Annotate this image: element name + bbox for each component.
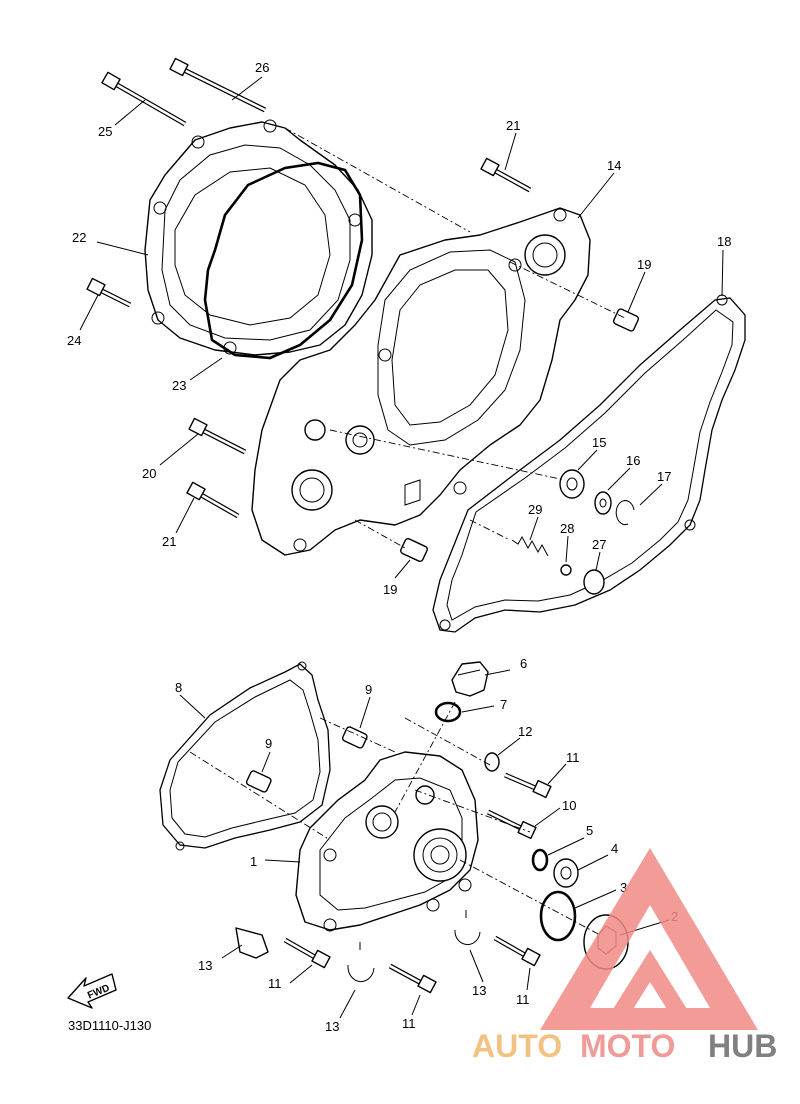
crankcase-gasket-inner <box>446 309 734 621</box>
callout-12: 12 <box>518 724 532 739</box>
bolt-24 <box>86 277 132 308</box>
callout-26: 26 <box>255 60 269 75</box>
callout-14: 14 <box>607 158 621 173</box>
dowel-pin-9-top <box>341 726 368 749</box>
callout-9-bottom: 9 <box>265 736 272 751</box>
bolt-11-d <box>493 935 541 967</box>
clamp-13-middle <box>347 942 375 983</box>
callout-25: 25 <box>98 124 112 139</box>
callout-29: 29 <box>528 502 542 517</box>
lower-gasket <box>159 663 331 849</box>
callout-20: 20 <box>142 466 156 481</box>
crankcase-cover <box>251 207 591 556</box>
crankcase-gasket <box>432 297 746 633</box>
callout-18: 18 <box>717 234 731 249</box>
callout-28: 28 <box>560 521 574 536</box>
callout-13-middle: 13 <box>325 1019 339 1034</box>
plug-4 <box>553 858 579 888</box>
bolt-10 <box>486 809 537 840</box>
callout-11-c: 11 <box>402 1016 416 1031</box>
watermark-hub: HUB <box>708 1028 777 1064</box>
callout-10: 10 <box>562 798 576 813</box>
callout-6: 6 <box>520 656 527 671</box>
callout-13-right: 13 <box>472 983 486 998</box>
clamp-13-left <box>235 927 269 959</box>
diagram-code: 33D1110-J130 <box>68 1018 151 1033</box>
outer-cover <box>144 119 373 356</box>
ball-28 <box>560 564 572 576</box>
callout-9-top: 9 <box>365 682 372 697</box>
callout-8: 8 <box>175 680 182 695</box>
callout-24: 24 <box>67 333 81 348</box>
bolt-21-bottom <box>186 481 240 519</box>
bolt-25 <box>101 71 187 127</box>
callout-5: 5 <box>586 823 593 838</box>
o-ring-3 <box>539 890 577 942</box>
callout-17: 17 <box>657 469 671 484</box>
callout-7: 7 <box>500 697 507 712</box>
oil-filler-cap <box>451 661 489 697</box>
washer-16 <box>594 491 612 515</box>
clamp-13-right <box>454 910 481 946</box>
callout-27: 27 <box>592 537 606 552</box>
cover-gasket-ring <box>203 161 364 360</box>
plug-27 <box>583 569 605 595</box>
watermark-triangle-icon <box>540 848 758 1030</box>
callout-4: 4 <box>611 841 618 856</box>
callout-16: 16 <box>626 453 640 468</box>
bolt-11-b <box>283 937 331 969</box>
bolt-20 <box>188 417 247 455</box>
callout-19-bottom: 19 <box>383 582 397 597</box>
bolt-21-top <box>480 157 532 193</box>
dowel-pin-19-bottom <box>400 537 428 563</box>
circlip-17 <box>615 500 635 526</box>
watermark-moto: MOTO <box>580 1028 675 1064</box>
o-ring-7 <box>434 701 462 723</box>
watermark-logo: AUTO MOTO HUB <box>472 848 777 1064</box>
callout-19-top: 19 <box>637 257 651 272</box>
callout-21-top: 21 <box>506 118 520 133</box>
o-ring-5 <box>531 848 549 872</box>
washer-12 <box>484 752 500 772</box>
dowel-pin-19-top <box>612 308 640 332</box>
bolt-11-a <box>504 772 552 799</box>
bearing-15 <box>559 469 585 499</box>
callout-3: 3 <box>620 880 627 895</box>
callout-11-b: 11 <box>268 976 282 991</box>
callout-22: 22 <box>72 230 86 245</box>
spring-29 <box>511 535 549 557</box>
callout-1: 1 <box>250 854 257 869</box>
clutch-cover <box>295 751 479 932</box>
fwd-arrow-icon: FWD <box>67 973 117 1009</box>
callout-23: 23 <box>172 378 186 393</box>
callout-13-left: 13 <box>198 958 212 973</box>
dowel-pin-9-bottom <box>245 770 272 793</box>
callout-11-d: 11 <box>516 992 530 1007</box>
watermark-auto: AUTO <box>472 1028 562 1064</box>
callout-21-bottom: 21 <box>162 534 176 549</box>
bolt-11-c <box>388 963 437 994</box>
callout-15: 15 <box>592 435 606 450</box>
lower-gasket-inner <box>169 679 321 838</box>
bolt-26 <box>169 57 267 113</box>
callout-11-a: 11 <box>566 750 580 765</box>
